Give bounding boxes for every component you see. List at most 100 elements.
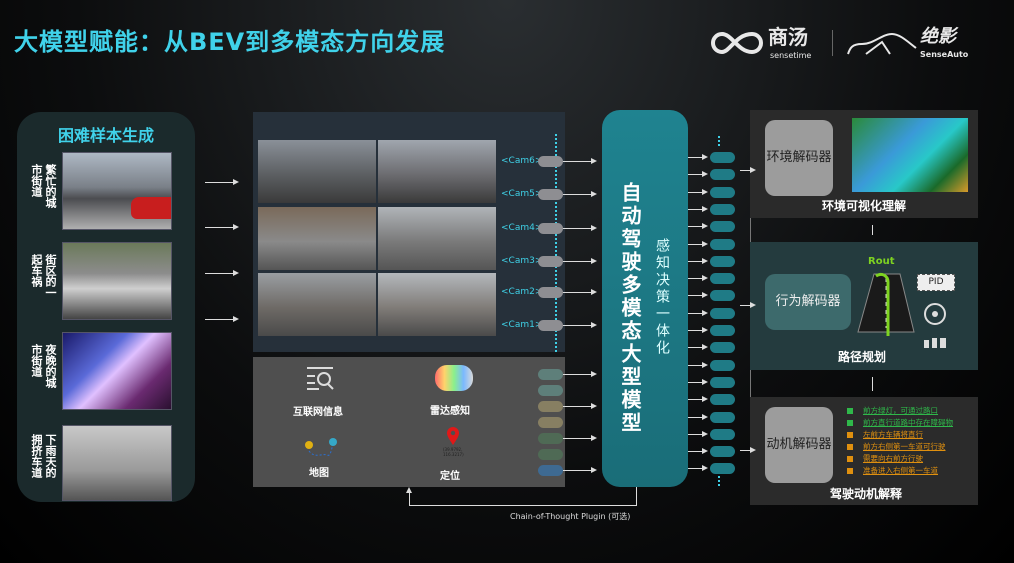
camera-image bbox=[258, 207, 376, 270]
motive-text: 前方右侧第一车道可行驶 bbox=[863, 442, 946, 451]
feedback-arrow bbox=[409, 492, 410, 506]
senseauto-en: SenseAuto bbox=[920, 50, 969, 59]
arrow-right bbox=[205, 270, 239, 276]
arrow-right bbox=[688, 430, 708, 437]
behavior-panel: 行为解码器 Rout PID 路径规划 bbox=[750, 242, 978, 370]
location-label: 定位 bbox=[440, 471, 460, 482]
camera-token bbox=[538, 287, 563, 298]
output-token bbox=[710, 307, 735, 319]
output-token bbox=[710, 290, 735, 302]
arrow-right bbox=[688, 223, 708, 230]
feedback-line bbox=[636, 487, 637, 506]
cam-label: <Cam6> bbox=[501, 156, 543, 166]
arrow-right bbox=[740, 302, 756, 308]
sample-image-busy-street bbox=[62, 152, 172, 230]
camera-image bbox=[258, 273, 376, 336]
camera-token bbox=[538, 320, 563, 331]
feedback-line bbox=[409, 505, 637, 506]
sensetime-en: sensetime bbox=[770, 51, 812, 60]
internet-info-label: 互联网信息 bbox=[293, 407, 343, 418]
arrow-right bbox=[688, 465, 708, 472]
coordinates-text: (39.9792, 116.3217) bbox=[443, 447, 464, 457]
arrow-right bbox=[563, 467, 597, 473]
cot-plugin-label: Chain-of-Thought Plugin (可选) bbox=[510, 512, 631, 521]
multimodal-model-box: 自动驾驶多模态大型模型 感知决策一体化 bbox=[602, 110, 688, 487]
arrow-right bbox=[563, 403, 597, 409]
output-token bbox=[710, 238, 735, 250]
behavior-caption: 路径规划 bbox=[838, 350, 887, 364]
sensetime-logo-icon bbox=[711, 31, 763, 55]
camera-image bbox=[378, 140, 496, 203]
behavior-decoder: 行为解码器 bbox=[765, 274, 851, 330]
output-token bbox=[710, 342, 735, 354]
arrow-up bbox=[872, 377, 873, 391]
info-source-panel: 互联网信息 雷达感知 地图 (39.9792, 116.3217) 定位 bbox=[253, 357, 565, 487]
output-token bbox=[710, 325, 735, 336]
arrow-right bbox=[688, 205, 708, 212]
arrow-right bbox=[688, 188, 708, 195]
map-route-icon bbox=[305, 438, 337, 456]
hard-sample-panel: 困难样本生成 繁忙的城市街道 街区的一起车祸 夜晚的城市街道 下雨天的拥挤车道 bbox=[17, 112, 195, 502]
arrow-right bbox=[688, 275, 708, 282]
camera-token bbox=[538, 256, 563, 267]
output-token bbox=[710, 446, 735, 458]
arrow-right bbox=[563, 322, 597, 328]
output-token bbox=[710, 203, 735, 215]
dotted-line bbox=[555, 134, 557, 352]
sensetime-cn: 商汤 bbox=[768, 25, 808, 49]
model-title: 自动驾驶多模态大型模型 bbox=[618, 182, 642, 435]
cam-label: <Cam2> bbox=[501, 287, 543, 297]
sample-image-crash bbox=[62, 242, 172, 320]
steering-pedals-icon bbox=[924, 303, 946, 348]
arrow-right bbox=[563, 289, 597, 295]
output-token bbox=[710, 394, 735, 406]
arrow-right bbox=[205, 316, 239, 322]
dotted-line bbox=[718, 472, 720, 486]
map-label: 地图 bbox=[309, 468, 329, 479]
camera-token bbox=[538, 189, 563, 200]
sample-label: 夜晚的城市街道 bbox=[30, 344, 57, 388]
bullet-icon bbox=[847, 420, 853, 426]
model-subtitle: 感知决策一体化 bbox=[654, 238, 670, 357]
motive-item: 准备进入右侧第一车道 bbox=[847, 465, 953, 477]
arrow-right bbox=[563, 191, 597, 197]
arrow-right bbox=[688, 361, 708, 368]
info-token bbox=[538, 401, 563, 412]
arrow-right bbox=[563, 258, 597, 264]
output-token bbox=[710, 463, 735, 475]
bullet-icon bbox=[847, 432, 853, 438]
cam-label: <Cam3> bbox=[501, 256, 543, 266]
output-token bbox=[710, 255, 735, 267]
panel-title: 困难样本生成 bbox=[57, 126, 154, 145]
sample-label: 繁忙的城市街道 bbox=[30, 164, 57, 208]
sample-label: 下雨天的拥挤车道 bbox=[30, 434, 57, 478]
env-visualization-image bbox=[852, 118, 968, 192]
motive-caption: 驾驶动机解释 bbox=[830, 487, 903, 501]
motive-decoder: 动机解码器 bbox=[765, 407, 833, 483]
dotted-line bbox=[718, 136, 720, 146]
info-token bbox=[538, 449, 563, 460]
arrow-right bbox=[563, 225, 597, 231]
motive-text: 前方直行道路中存在障碍物 bbox=[863, 418, 953, 427]
motive-item: 前方绿灯，可通过路口 bbox=[847, 405, 953, 417]
env-panel: 环境解码器 环境可视化理解 bbox=[750, 110, 978, 218]
output-token bbox=[710, 186, 735, 198]
senseauto-cn: 绝影 bbox=[920, 26, 956, 47]
motive-text: 前方绿灯，可通过路口 bbox=[863, 406, 938, 415]
arrow-right bbox=[563, 371, 597, 377]
arrow-right bbox=[205, 224, 239, 230]
arrow-right bbox=[688, 327, 708, 333]
info-token bbox=[538, 417, 563, 428]
cam-label: <Cam5> bbox=[501, 189, 543, 199]
arrow-right bbox=[205, 179, 239, 185]
env-decoder: 环境解码器 bbox=[765, 120, 833, 196]
arrow-right bbox=[563, 435, 597, 441]
bullet-icon bbox=[847, 468, 853, 474]
search-list-icon bbox=[307, 367, 334, 390]
pid-box: PID bbox=[917, 274, 955, 291]
info-token bbox=[538, 433, 563, 444]
env-caption: 环境可视化理解 bbox=[822, 199, 907, 213]
arrow-right bbox=[688, 240, 708, 247]
output-token bbox=[710, 169, 735, 181]
arrow-right bbox=[688, 154, 708, 160]
